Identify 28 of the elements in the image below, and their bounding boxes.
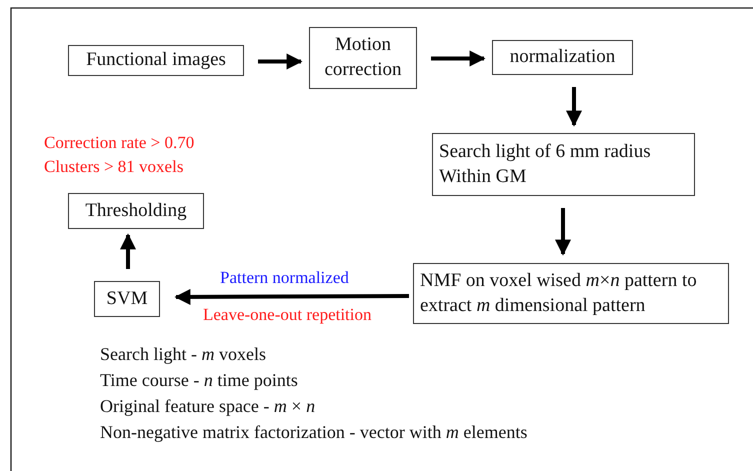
process-box [68, 45, 244, 76]
process-box [68, 193, 204, 229]
arrow [431, 50, 486, 66]
node-text: Functional images [86, 48, 226, 72]
edge-label: Pattern normalized [220, 268, 349, 288]
note-text: Original feature space - m × n [100, 396, 316, 418]
node-text: Motion correction [323, 33, 402, 82]
process-box [492, 40, 633, 75]
arrow [258, 54, 303, 70]
note-text: Non-negative matrix factorization - vector with m elements [100, 422, 528, 444]
note-text: Search light - m voxels [100, 344, 266, 366]
node-text: SVM [106, 286, 148, 311]
annotation-text: Correction rate > 0.70 [44, 133, 194, 154]
arrow [120, 233, 136, 269]
process-box [309, 27, 417, 89]
annotation-text: Leave-one-out repetition [203, 305, 372, 326]
node-text: NMF on voxel wised m×n pattern to extract m dimensional pattern [420, 268, 698, 318]
node-text: Search light of 6 mm radius Within GM [439, 140, 652, 188]
arrow [566, 87, 582, 127]
node-text: Thresholding [85, 198, 187, 223]
node-text: normalization [510, 45, 616, 70]
process-box [413, 263, 729, 324]
annotation-text: Clusters > 81 voxels [44, 157, 184, 178]
arrow [174, 288, 409, 305]
process-box [432, 133, 695, 196]
note-text: Time course - n time points [100, 370, 298, 392]
arrow [555, 208, 571, 256]
process-box [94, 281, 160, 317]
